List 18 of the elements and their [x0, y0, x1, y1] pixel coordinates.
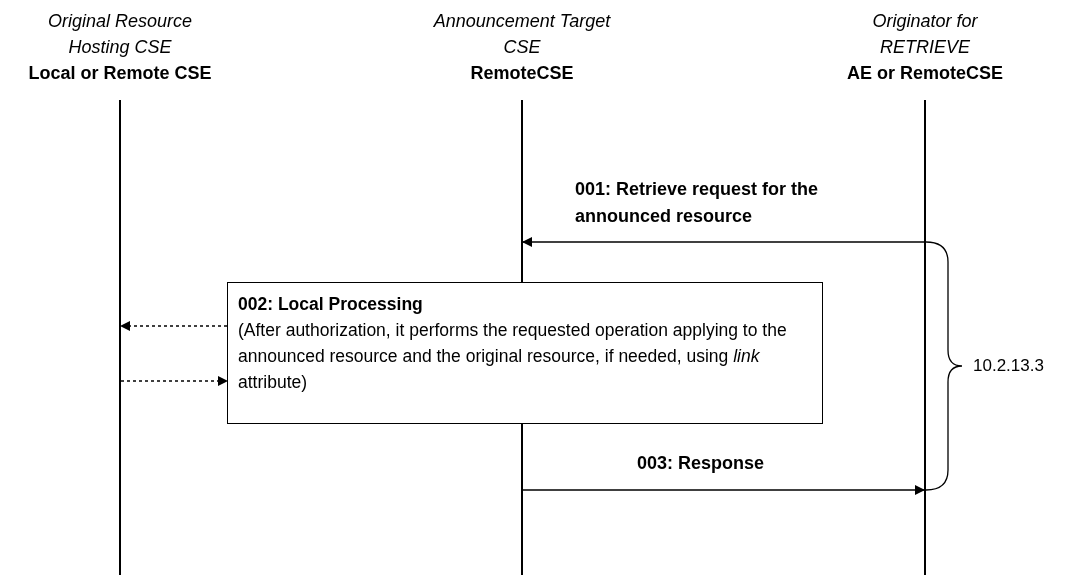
- edge-label: 003: Response: [637, 452, 766, 475]
- participant-name: AE or RemoteCSE: [845, 62, 1004, 85]
- participant-role: Original Resource Hosting CSE: [46, 10, 194, 59]
- arrow: [120, 376, 228, 386]
- process-box: [227, 282, 823, 424]
- arrow: [522, 237, 925, 247]
- participant-name: Local or Remote CSE: [27, 62, 213, 85]
- lifeline: [119, 100, 121, 575]
- clause-reference: 10.2.13.3: [973, 356, 1044, 376]
- arrow: [522, 485, 925, 495]
- participant-name: RemoteCSE: [469, 62, 575, 85]
- edge-label: 001: Retrieve request for the announced resource: [575, 178, 820, 228]
- arrow: [120, 321, 228, 331]
- participant-role: Originator for RETRIEVE: [871, 10, 979, 59]
- lifeline: [924, 100, 926, 575]
- process-description: (After authorization, it performs the requested operation applying to the announced resource and the original resource, if needed, using link attribute): [238, 319, 788, 394]
- participant-role: Announcement Target CSE: [432, 10, 612, 59]
- process-title: 002: Local Processing: [238, 293, 424, 316]
